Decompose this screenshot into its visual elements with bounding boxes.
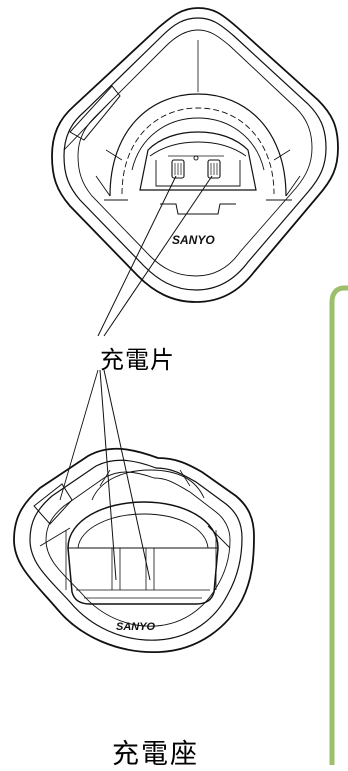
top-handset-well <box>139 131 257 191</box>
top-brand-logo: SANYO <box>172 233 215 247</box>
bottom-charger-view: SANYO <box>13 369 255 653</box>
top-charger-view: SANYO <box>51 7 339 337</box>
top-contact-left <box>171 159 185 179</box>
bottom-handset-well <box>67 501 219 605</box>
bottom-outer-shell <box>13 447 255 653</box>
top-outer-shell <box>51 7 339 303</box>
sidebar-tab-border <box>329 285 348 765</box>
bottom-leader-left <box>99 369 117 581</box>
charger-base-label: 充電座 <box>112 739 199 770</box>
top-contact-right <box>207 159 221 179</box>
top-inner-shell <box>63 17 327 291</box>
bottom-leader-right <box>103 369 151 581</box>
bottom-brand-logo: SANYO <box>116 621 156 633</box>
charging-contacts-label: 充電片 <box>100 346 175 374</box>
top-leader-right <box>103 175 213 337</box>
top-leader-left <box>97 175 177 337</box>
bottom-leader-edge <box>59 369 99 501</box>
